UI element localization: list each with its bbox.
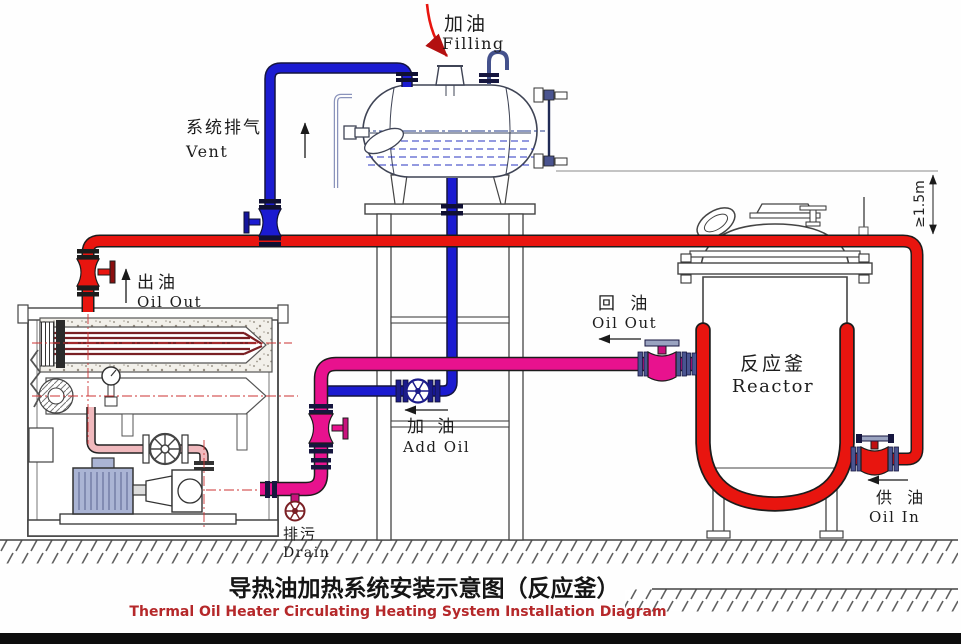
expansion-tank-stand bbox=[364, 203, 536, 541]
add-oil-label-zh: 加 油 bbox=[407, 417, 458, 437]
oil-out-label-zh: 出油 bbox=[137, 273, 179, 293]
heating-jacket bbox=[695, 322, 855, 512]
oil-return-valve bbox=[637, 339, 687, 382]
drain-valve bbox=[284, 493, 306, 522]
vent-valve bbox=[243, 199, 283, 247]
diagram-title-zh: 导热油加热系统安装示意图（反应釜） bbox=[229, 575, 620, 602]
return-label-zh: 回 油 bbox=[598, 294, 652, 314]
filling-label-en: Filling bbox=[442, 34, 505, 53]
ground bbox=[0, 539, 958, 612]
oil-in-valve bbox=[850, 434, 899, 476]
drain-label-en: Drain bbox=[283, 545, 330, 561]
clearance-dimension: ≥1.5m bbox=[556, 170, 938, 235]
expansion-tank bbox=[333, 49, 568, 205]
return-label-en: Oil Out bbox=[592, 314, 657, 332]
flow-annotations: 加油 Filling 系统排气 Vent 出油 Oil Out 加 油 Add … bbox=[121, 3, 928, 561]
filling-port bbox=[435, 65, 465, 96]
reactor-top-valve bbox=[799, 205, 827, 227]
bottom-bar bbox=[0, 633, 961, 644]
pressure-gauge bbox=[101, 366, 121, 407]
drain-label-zh: 排污 bbox=[283, 525, 317, 543]
diagram-title-en: Thermal Oil Heater Circulating Heating S… bbox=[129, 604, 666, 620]
add-oil-valve bbox=[395, 378, 441, 404]
oil-out-valve bbox=[75, 249, 116, 297]
vent-label-zh: 系统排气 bbox=[186, 118, 262, 138]
oil-out-label-en: Oil Out bbox=[137, 293, 202, 311]
clearance-label: ≥1.5m bbox=[912, 180, 928, 228]
oil-in-label-en: Oil In bbox=[869, 508, 920, 526]
vent-pipe bbox=[264, 62, 418, 243]
handwheel-valve bbox=[142, 432, 189, 466]
tank-vent-hook bbox=[479, 49, 509, 84]
level-gauge bbox=[533, 87, 568, 169]
heater-vessel bbox=[39, 317, 273, 373]
oil-in-label-zh: 供 油 bbox=[876, 488, 928, 507]
return-drop-valve bbox=[307, 404, 349, 454]
title-block: 导热油加热系统安装示意图（反应釜） Thermal Oil Heater Cir… bbox=[0, 575, 961, 644]
reactor-vessel: 反应釜 Reactor bbox=[677, 197, 873, 539]
thermal-oil-heater bbox=[17, 242, 322, 537]
hot-oil-supply-pipe bbox=[81, 234, 924, 466]
reactor-label-zh: 反应釜 bbox=[740, 353, 806, 375]
vent-label-en: Vent bbox=[185, 142, 228, 161]
reactor-label-en: Reactor bbox=[732, 376, 814, 397]
filling-label-zh: 加油 bbox=[444, 13, 488, 35]
lower-vessel bbox=[38, 377, 267, 451]
circulation-pump bbox=[59, 457, 237, 525]
manhole bbox=[696, 207, 736, 239]
add-oil-pipe bbox=[323, 178, 463, 397]
add-oil-label-en: Add Oil bbox=[402, 438, 470, 456]
